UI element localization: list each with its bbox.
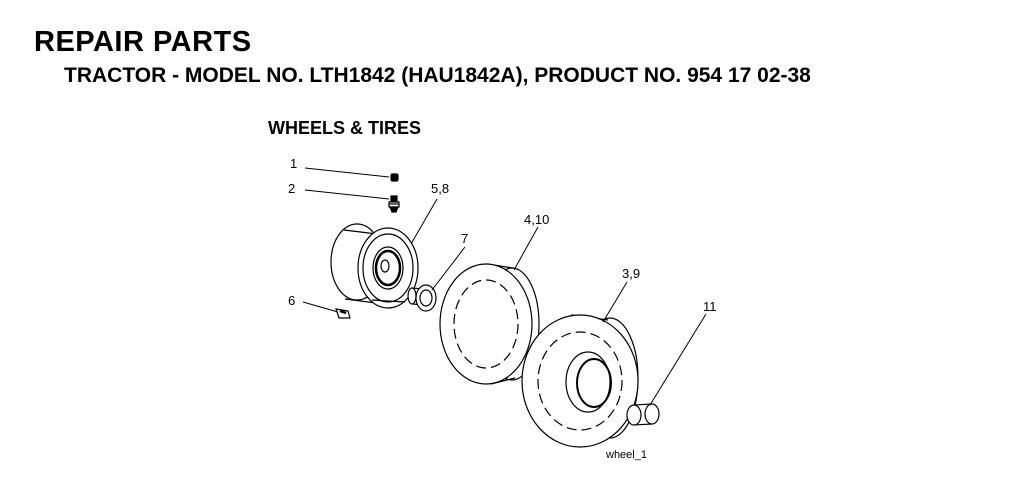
grease-fitting-part <box>335 308 351 319</box>
callout-2: 2 <box>288 181 295 196</box>
callout-11: 11 <box>703 299 717 314</box>
callout-5-8: 5,8 <box>431 181 449 196</box>
page-title: REPAIR PARTS <box>34 26 252 58</box>
model-subtitle: TRACTOR - MODEL NO. LTH1842 (HAU1842A), … <box>64 64 811 87</box>
tire-part-3-9 <box>521 314 639 448</box>
bushing-part <box>407 284 437 312</box>
wheel-rim-part <box>330 223 419 309</box>
tire-part-4-10 <box>439 263 540 385</box>
callout-4-10: 4,10 <box>524 212 549 227</box>
figure-id: wheel_1 <box>605 449 647 461</box>
callout-1: 1 <box>290 156 297 171</box>
hub-cap-part <box>626 403 660 426</box>
leader-lines <box>302 167 707 406</box>
section-title: WHEELS & TIRES <box>268 118 422 138</box>
valve-cap-part <box>390 173 399 182</box>
callout-3-9: 3,9 <box>622 266 640 281</box>
callout-6: 6 <box>288 293 295 308</box>
valve-stem-part <box>388 195 400 213</box>
callout-7: 7 <box>461 231 468 246</box>
